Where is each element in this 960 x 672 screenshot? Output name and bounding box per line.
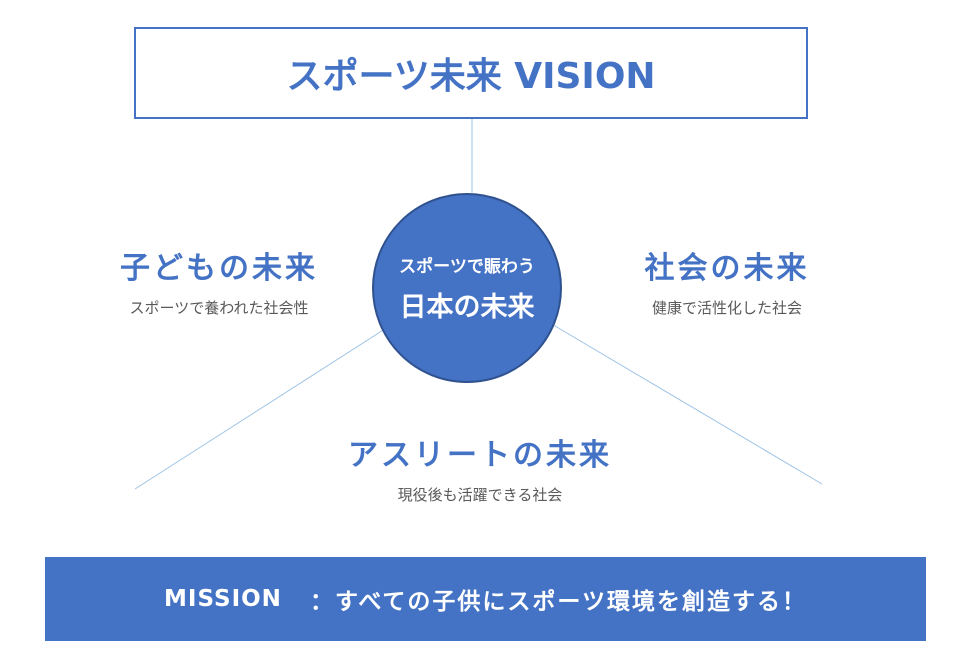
child-future-block: 子どもの未来 スポーツで養われた社会性 — [84, 243, 354, 318]
athlete-future-block: アスリートの未来 現役後も活躍できる社会 — [320, 430, 640, 505]
vision-box: スポーツ未来 VISION — [134, 27, 808, 119]
center-to-right-line — [549, 322, 823, 485]
child-future-subtitle: スポーツで養われた社会性 — [129, 299, 309, 317]
center-circle: スポーツで賑わう 日本の未来 — [372, 193, 562, 383]
athlete-future-subtitle: 現役後も活躍できる社会 — [397, 486, 563, 504]
child-future-title: 子どもの未来 — [120, 251, 318, 286]
mission-text: ：すべての子供にスポーツ環境を創造する！ — [309, 589, 807, 615]
mission-label: MISSION — [164, 586, 282, 612]
society-future-block: 社会の未来 健康で活性化した社会 — [602, 243, 852, 318]
mission-banner: MISSION ：すべての子供にスポーツ環境を創造する！ — [45, 557, 926, 641]
vision-title: スポーツ未来 VISION — [286, 56, 656, 97]
society-future-subtitle: 健康で活性化した社会 — [651, 299, 802, 317]
society-future-title: 社会の未来 — [644, 251, 810, 286]
center-title: 日本の未来 — [399, 292, 535, 323]
center-tagline: スポーツで賑わう — [399, 257, 535, 277]
athlete-future-title: アスリートの未来 — [348, 438, 612, 473]
center-to-left-line — [134, 326, 389, 490]
